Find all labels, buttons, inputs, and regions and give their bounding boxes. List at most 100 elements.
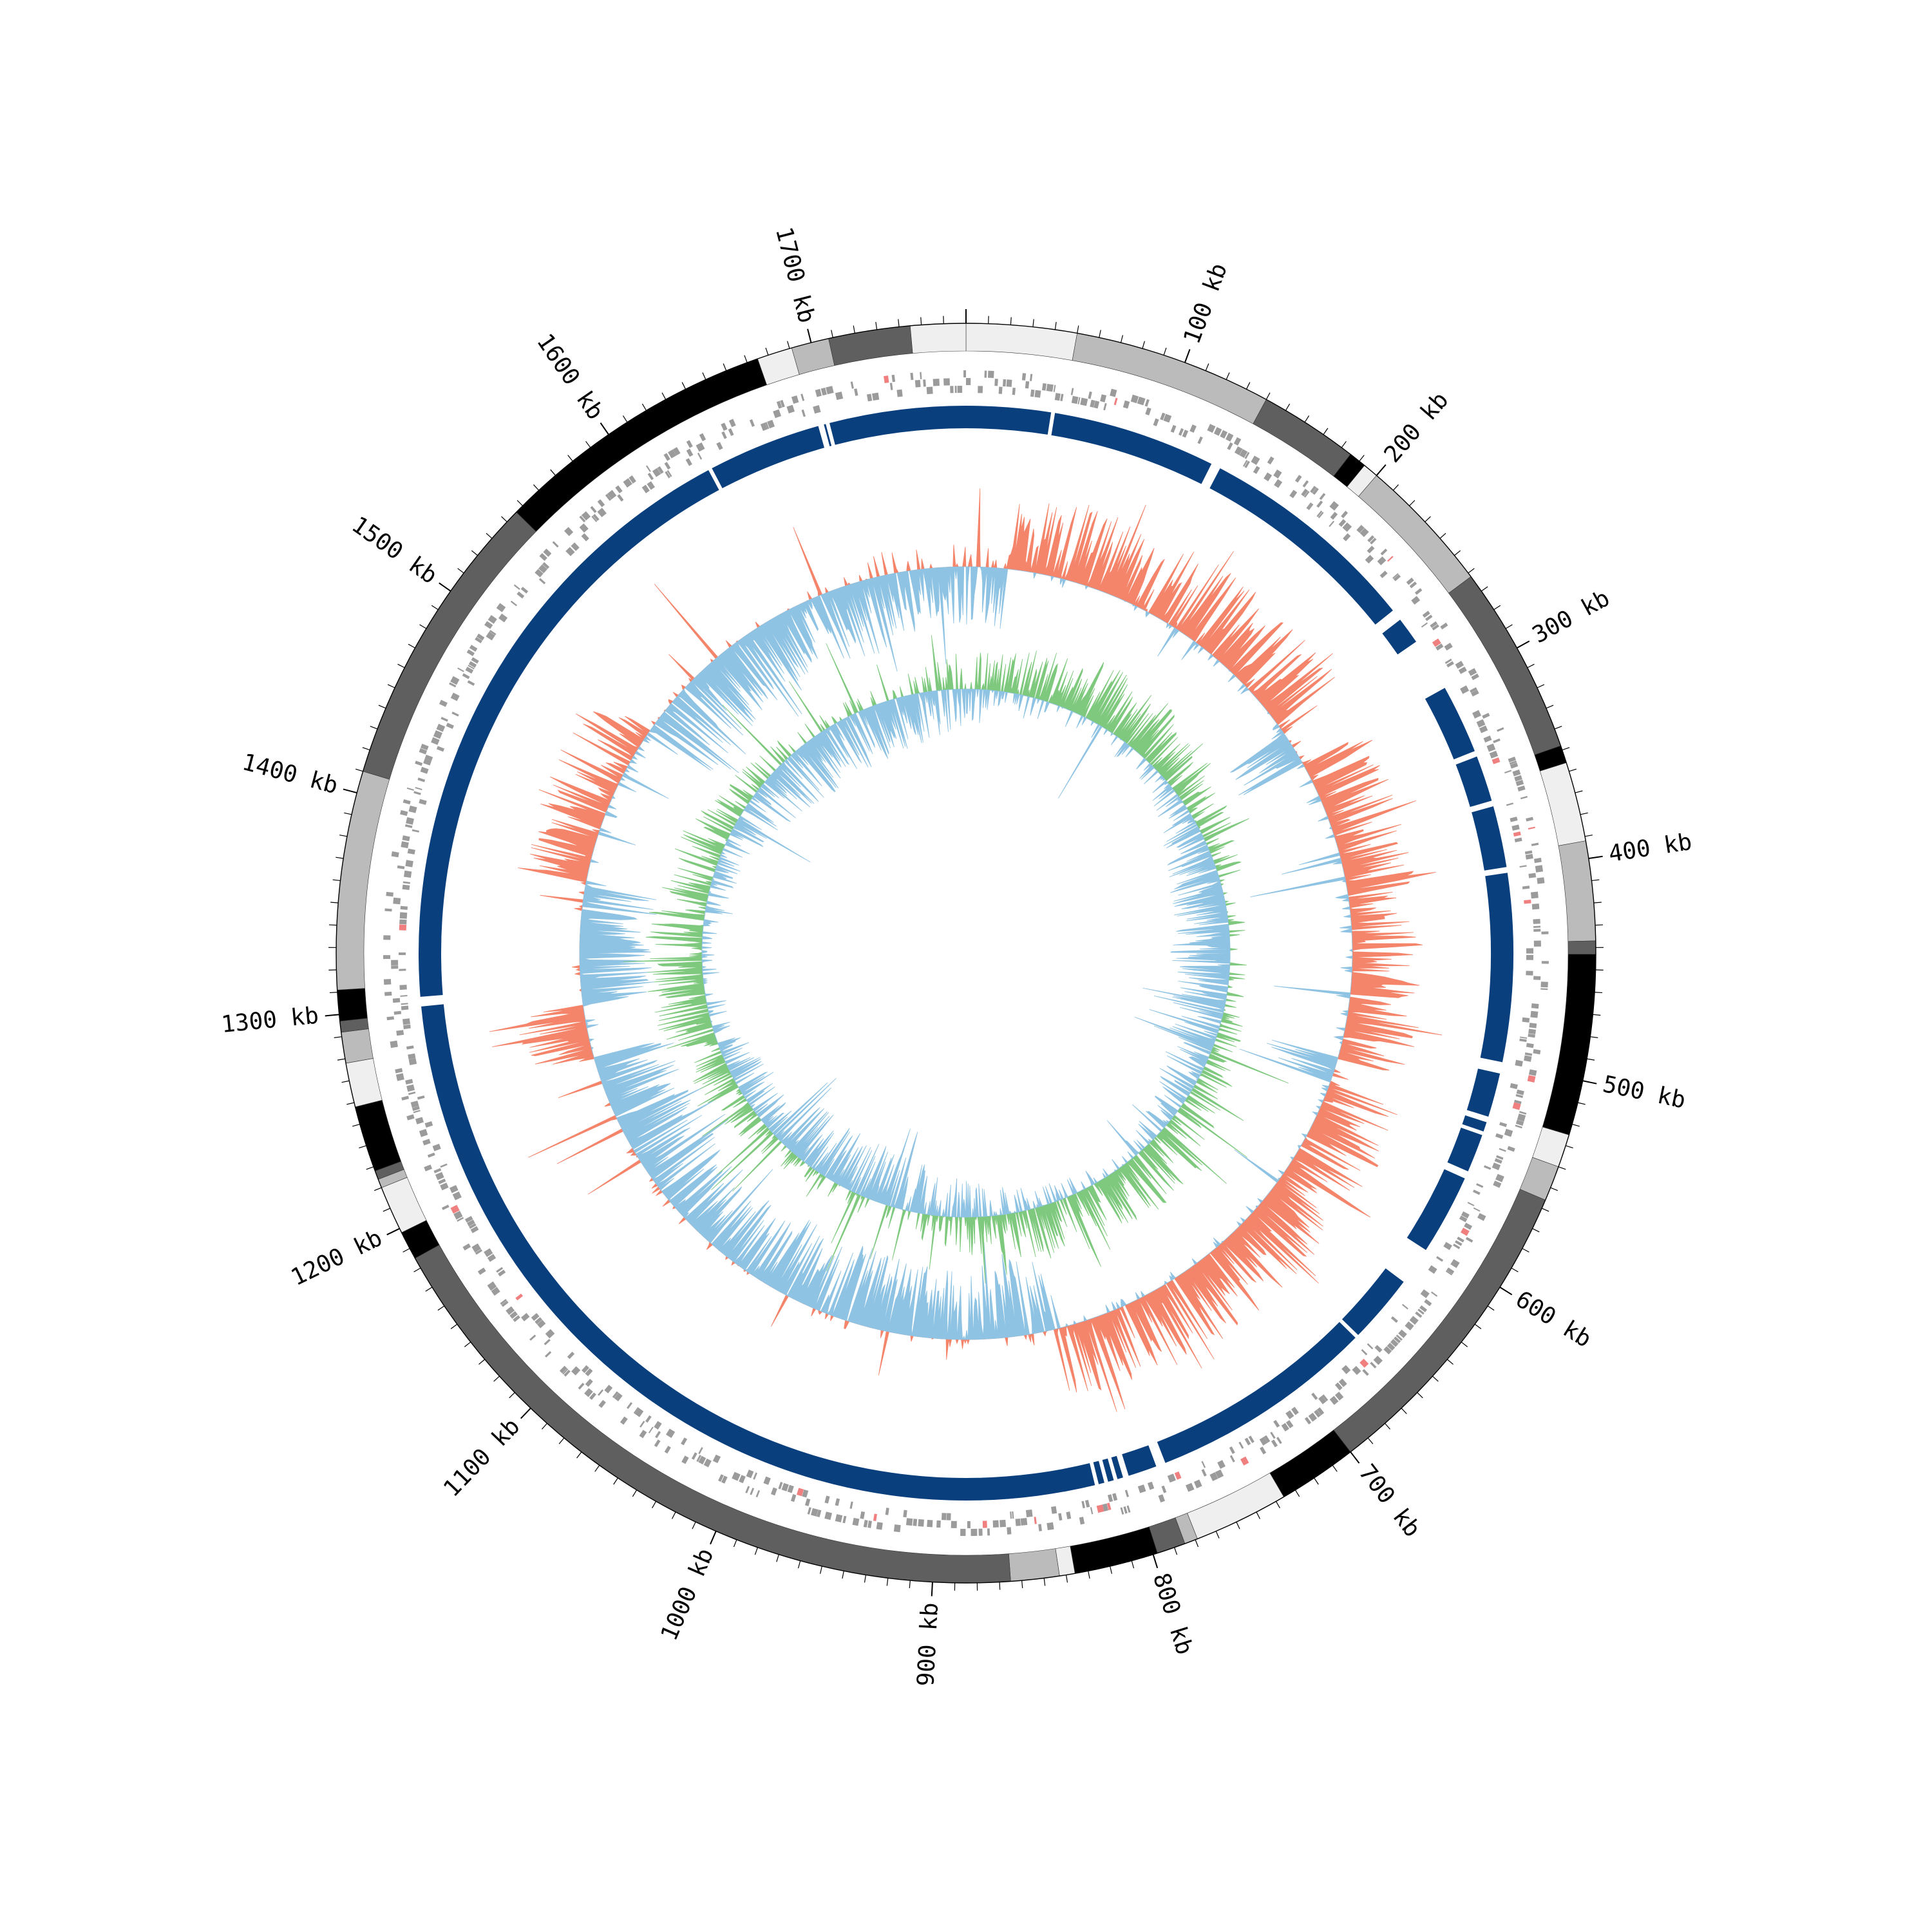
gene-feature xyxy=(1522,1017,1530,1023)
gene-feature xyxy=(645,465,651,472)
gene-feature xyxy=(1476,719,1486,728)
scale-label: 600 kb xyxy=(1511,1286,1596,1353)
gene-feature xyxy=(1379,571,1388,578)
gene-feature xyxy=(849,1501,853,1509)
gene-feature xyxy=(1161,1485,1167,1493)
gene-feature xyxy=(1495,1173,1504,1182)
gene-feature xyxy=(1509,760,1517,765)
gene-feature xyxy=(542,562,550,569)
gene-feature xyxy=(1504,1128,1513,1137)
gene-feature xyxy=(417,1095,425,1100)
gene-feature xyxy=(1492,1162,1501,1171)
gene-feature xyxy=(604,1385,613,1394)
gene-feature xyxy=(405,1079,413,1085)
gene-feature xyxy=(753,1472,757,1480)
gene-feature xyxy=(415,761,423,766)
gene-feature xyxy=(486,631,495,641)
gene-feature xyxy=(1285,1420,1294,1428)
gene-feature xyxy=(1124,1490,1130,1497)
gene-feature xyxy=(1319,493,1326,500)
minor-tick xyxy=(661,392,667,400)
major-tick xyxy=(710,1531,717,1545)
contig-band xyxy=(1269,1430,1351,1497)
gene-feature xyxy=(1522,886,1530,889)
minor-tick xyxy=(1304,415,1310,422)
gene-feature xyxy=(466,649,475,656)
gene-feature xyxy=(404,870,412,878)
gene-feature xyxy=(452,1191,462,1200)
gene-feature xyxy=(1338,519,1347,527)
gene-feature xyxy=(933,378,940,386)
gene-feature xyxy=(488,614,497,624)
gene-feature xyxy=(1526,1043,1534,1048)
major-tick xyxy=(1499,1286,1513,1296)
gene-feature xyxy=(891,374,896,383)
minor-tick xyxy=(346,1102,355,1105)
minor-tick xyxy=(898,319,900,327)
scale-label: 800 kb xyxy=(1148,1570,1198,1658)
gene-feature xyxy=(462,1243,471,1251)
gene-feature xyxy=(1060,393,1064,401)
gene-feature xyxy=(396,1030,404,1036)
gene-feature xyxy=(1334,1391,1344,1401)
gene-feature xyxy=(457,1217,464,1222)
gene-feature xyxy=(954,386,957,393)
gene-feature xyxy=(873,1513,877,1521)
gene-feature xyxy=(496,603,506,612)
gene-feature xyxy=(647,473,654,480)
gene-feature xyxy=(1012,388,1016,395)
gene-feature xyxy=(535,1317,543,1325)
gene-feature xyxy=(1030,374,1033,381)
minor-tick xyxy=(341,1080,350,1083)
gene-feature xyxy=(1470,687,1477,693)
gene-feature xyxy=(439,699,448,707)
minor-tick xyxy=(1541,1208,1549,1212)
gene-feature xyxy=(1015,1519,1021,1526)
gene-feature xyxy=(1120,1507,1124,1515)
gene-feature xyxy=(1473,1189,1481,1195)
gene-feature xyxy=(397,865,405,869)
alignment-track xyxy=(419,406,1513,1501)
minor-tick xyxy=(681,382,687,390)
contig-band xyxy=(1070,1526,1158,1574)
gene-feature xyxy=(816,1510,822,1517)
gene-feature xyxy=(639,1430,647,1439)
gene-feature xyxy=(391,851,399,858)
gene-feature xyxy=(1520,1036,1528,1039)
minor-tick xyxy=(909,1580,911,1589)
gene-feature xyxy=(634,1408,644,1417)
gene-feature xyxy=(1530,891,1539,899)
gene-feature xyxy=(1312,488,1319,495)
gene-feature xyxy=(1158,1494,1165,1503)
minor-tick xyxy=(387,684,395,688)
gene-feature xyxy=(1126,1505,1131,1513)
gene-feature xyxy=(1189,424,1197,433)
gene-feature xyxy=(1533,1049,1541,1055)
gene-feature xyxy=(612,1391,619,1399)
minor-tick xyxy=(1236,1522,1240,1530)
gene-feature xyxy=(1524,1055,1532,1062)
minor-tick xyxy=(352,1124,360,1127)
alignment-block xyxy=(1209,468,1393,625)
gene-feature xyxy=(1425,614,1433,621)
gene-feature xyxy=(1046,1522,1054,1531)
gene-feature xyxy=(1070,388,1074,395)
gene-feature xyxy=(1030,389,1035,397)
gene-feature xyxy=(1238,1441,1244,1449)
gene-feature xyxy=(1113,397,1118,406)
gene-feature xyxy=(876,1522,883,1530)
gene-feature xyxy=(450,692,460,701)
gene-feature xyxy=(391,965,399,969)
gene-feature xyxy=(776,401,782,409)
gene-feature xyxy=(1499,1148,1506,1152)
major-tick xyxy=(600,422,609,435)
gene-feature xyxy=(1526,817,1534,822)
alignment-block xyxy=(712,426,824,489)
minor-tick xyxy=(1021,1580,1023,1589)
gene-feature xyxy=(1380,548,1388,556)
gene-feature xyxy=(913,1519,918,1526)
gene-feature xyxy=(1289,489,1298,498)
gene-feature xyxy=(1446,1267,1455,1274)
gene-feature xyxy=(419,1129,428,1137)
minor-tick xyxy=(1088,1571,1090,1579)
